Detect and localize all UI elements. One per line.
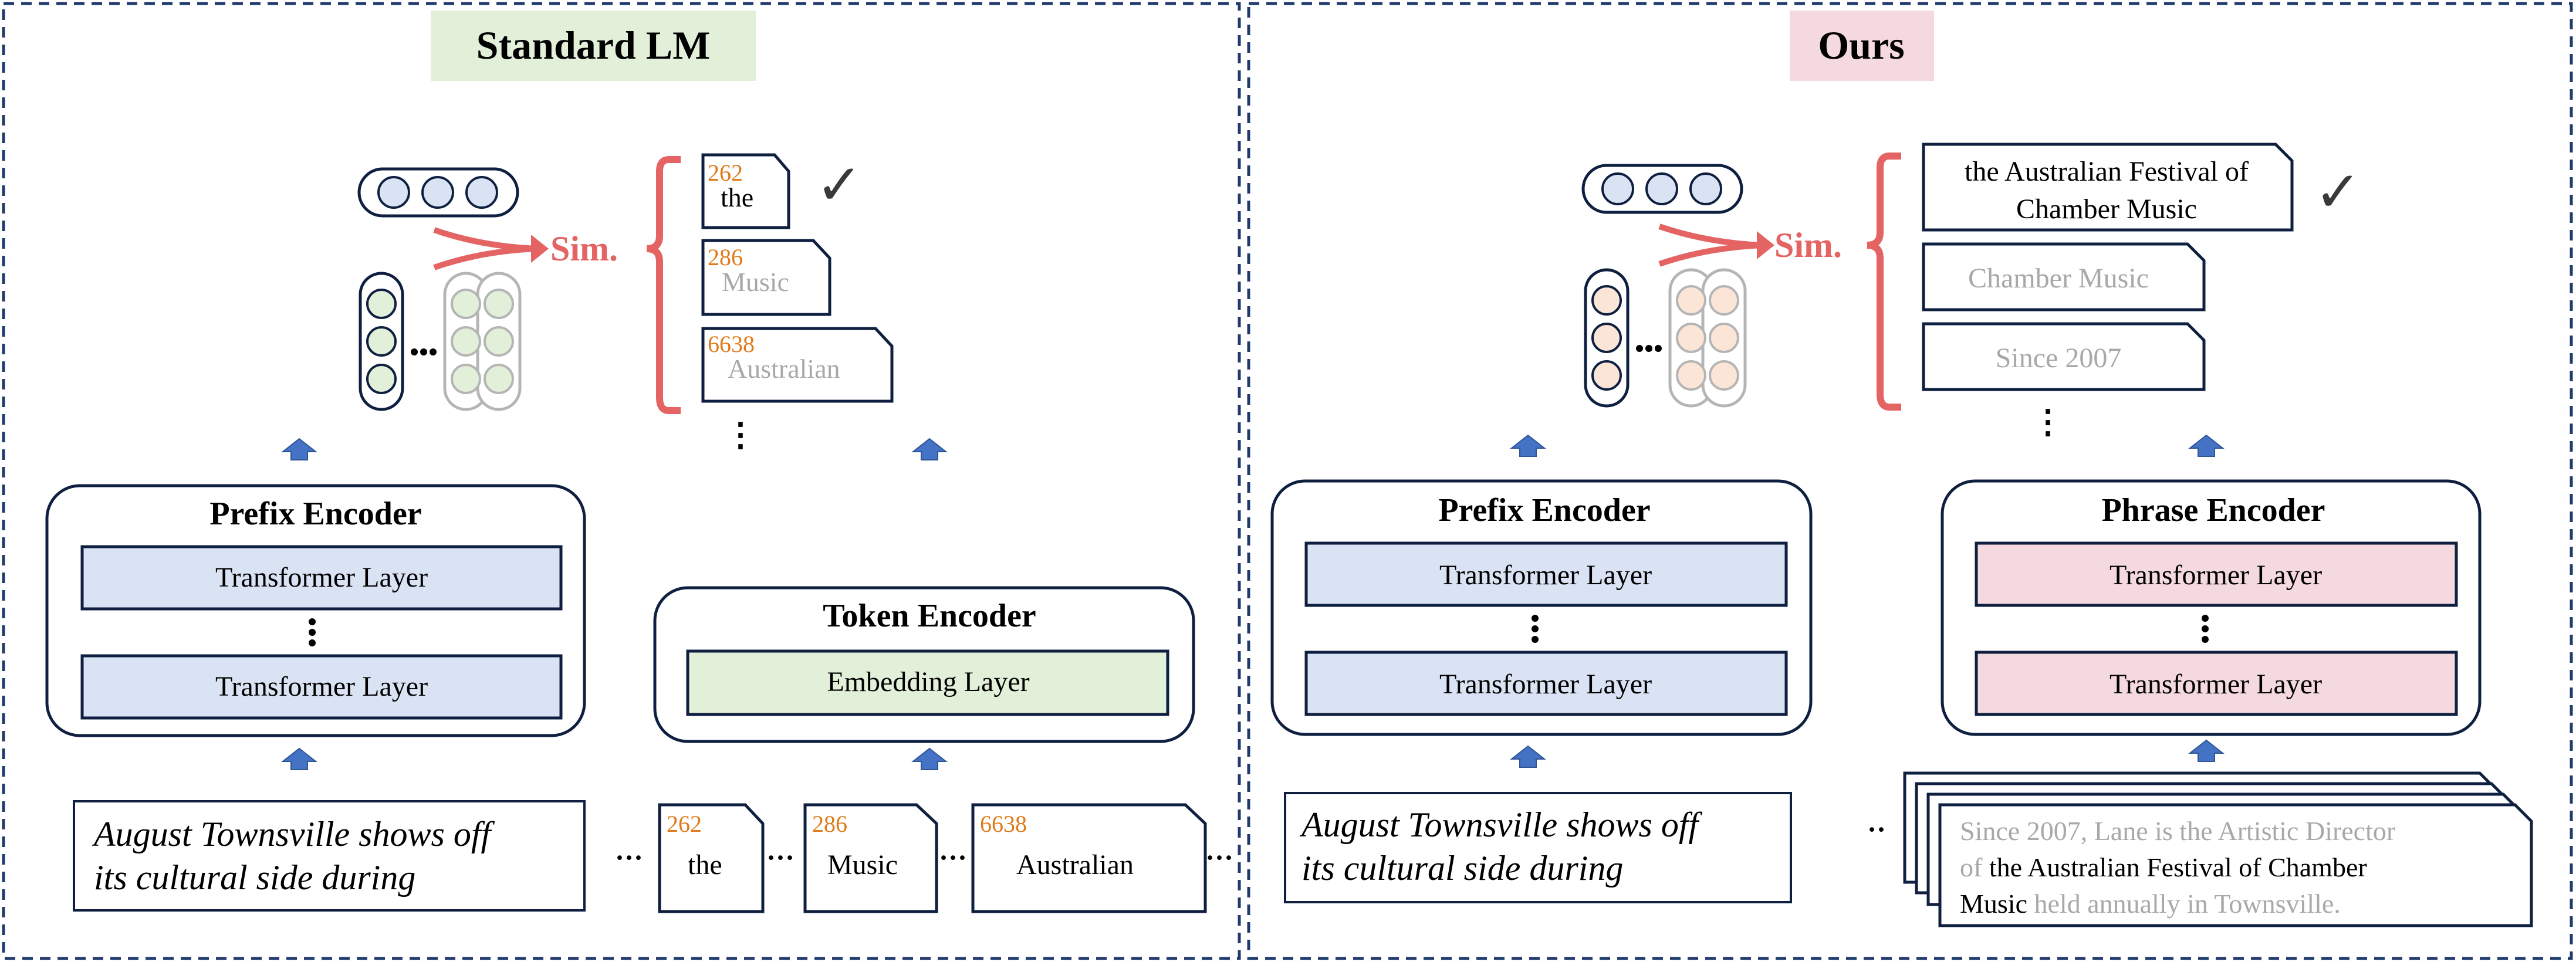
prefix-text-line: its cultural side during	[1301, 849, 1623, 888]
input-token-text: Australian	[1016, 849, 1134, 880]
prefix-text-box: August Townsville shows off its cultural…	[73, 800, 586, 912]
document-text-line: of the Australian Festival of Chamber	[1960, 852, 2367, 882]
right-panel-border	[1247, 2, 2573, 960]
document-text: Since 2007, Lane is the Artistic Directo…	[1960, 816, 2395, 846]
input-token-text: Music	[827, 849, 898, 880]
prefix-text-line: August Townsville shows off	[1299, 805, 1703, 844]
input-token-id: 6638	[980, 811, 1027, 837]
candidate-ellipsis: ⋮	[724, 417, 757, 453]
transformer-layer	[1304, 651, 1788, 716]
transformer-layer-label: Transformer Layer	[2110, 669, 2322, 700]
document-text-line: Music held annually in Townsville.	[1960, 889, 2341, 919]
transformer-layer-label: Transformer Layer	[1439, 560, 1652, 591]
input-token-id: 286	[812, 811, 847, 837]
sequence-ellipsis: ···	[766, 842, 795, 873]
embedding-layer	[686, 649, 1169, 716]
document-stack: ·· Since 2007, Lane is the Artistic Dire…	[1867, 771, 2533, 927]
candidate-card: 286 Music	[701, 239, 831, 316]
transformer-layer-label: Transformer Layer	[215, 562, 428, 593]
token-encoder: Token Encoder Embedding Layer	[653, 586, 1195, 743]
candidate-token-text: Music	[722, 267, 789, 297]
prefix-text-box: August Townsville shows off its cultural…	[1284, 792, 1792, 903]
query-vector-pill	[357, 167, 519, 218]
candidate-card: 262 the	[701, 153, 790, 229]
right-title-bg	[1790, 11, 1934, 81]
up-arrow-icon	[2188, 434, 2225, 457]
up-arrow-icon	[1510, 745, 1546, 768]
query-dot	[421, 176, 454, 209]
left-panel-border	[2, 2, 1241, 960]
transformer-layer	[1975, 541, 2458, 607]
query-vector-pill	[1581, 164, 1743, 214]
candidate-token-id: 286	[708, 244, 743, 270]
candidate-token-text: the	[721, 182, 753, 212]
prefix-encoder: Prefix Encoder Transformer Layer Transfo…	[1270, 479, 1813, 736]
transformer-layer-label: Transformer Layer	[1439, 669, 1652, 700]
embedding-layer-label: Embedding Layer	[827, 666, 1029, 697]
phrase-encoder: Phrase Encoder Transformer Layer Transfo…	[1941, 479, 2482, 736]
candidate-brace	[646, 156, 681, 414]
candidate-ellipsis: ⋮	[2031, 404, 2064, 441]
right-panel-title: Ours	[1818, 23, 1904, 67]
similarity-arrow	[433, 227, 549, 270]
token-vector-stack	[359, 272, 522, 411]
right-panel: Ours Sim	[1247, 2, 2573, 960]
up-arrow-icon	[911, 438, 948, 460]
candidate-token-id: 6638	[708, 331, 755, 357]
left-title-bg	[431, 11, 756, 81]
candidate-brace	[1867, 153, 1901, 411]
document-ellipsis: ··	[1867, 814, 1886, 845]
candidate-card: 6638 Australian	[701, 327, 894, 403]
document-card	[1938, 803, 2533, 927]
checkmark-icon: ✓	[816, 154, 863, 216]
left-panel: Standard LM	[2, 2, 1241, 960]
query-dot	[465, 176, 498, 209]
phrase-encoder-title: Phrase Encoder	[2101, 492, 2325, 529]
input-token-id: 262	[667, 811, 702, 837]
transformer-layer	[1304, 541, 1788, 607]
phrase-vector-stack	[1584, 268, 1747, 408]
transformer-layer	[1975, 651, 2458, 716]
candidate-token-text: Australian	[728, 354, 840, 384]
candidate-phrase-text: Since 2007	[1996, 343, 2122, 374]
candidate-phrase-text: Chamber Music	[1968, 263, 2149, 294]
transformer-layer	[80, 545, 563, 611]
prefix-encoder-title: Prefix Encoder	[209, 496, 421, 532]
checkmark-icon: ✓	[2314, 161, 2361, 223]
candidate-phrase-card: Chamber Music	[1922, 242, 2206, 311]
token-encoder-title: Token Encoder	[823, 598, 1036, 634]
candidate-phrase-text: the Australian Festival of	[1965, 156, 2249, 187]
sequence-ellipsis: ···	[939, 842, 967, 873]
similarity-label: Sim.	[1774, 226, 1842, 265]
similarity-label: Sim.	[550, 229, 618, 268]
prefix-text-line: August Townsville shows off	[92, 815, 495, 853]
candidate-phrase-card: Since 2007	[1922, 322, 2206, 391]
candidate-phrase-text: Chamber Music	[2016, 194, 2197, 225]
prefix-encoder-title: Prefix Encoder	[1438, 492, 1650, 529]
up-arrow-icon	[281, 438, 317, 460]
up-arrow-icon	[281, 747, 317, 770]
similarity-arrow	[1658, 223, 1774, 267]
transformer-layer	[80, 654, 563, 720]
transformer-layer-label: Transformer Layer	[215, 671, 428, 702]
up-arrow-icon	[911, 747, 948, 770]
left-panel-title: Standard LM	[476, 23, 711, 67]
up-arrow-icon	[2188, 739, 2225, 762]
transformer-layer-label: Transformer Layer	[2110, 560, 2322, 591]
prefix-text-line: its cultural side during	[94, 858, 415, 897]
candidate-token-id: 262	[708, 160, 743, 186]
up-arrow-icon	[1510, 434, 1546, 457]
prefix-encoder: Prefix Encoder Transformer Layer Transfo…	[45, 484, 586, 737]
input-token-sequence: ··· 262 the ··· 286 Music ··· 6638 Austr…	[615, 803, 1233, 913]
sequence-ellipsis: ···	[615, 842, 643, 873]
sequence-ellipsis: ···	[1205, 842, 1233, 873]
input-token-text: the	[688, 849, 722, 880]
candidate-phrase-card: the Australian Festival of Chamber Music	[1922, 143, 2294, 232]
query-dot	[377, 176, 410, 209]
